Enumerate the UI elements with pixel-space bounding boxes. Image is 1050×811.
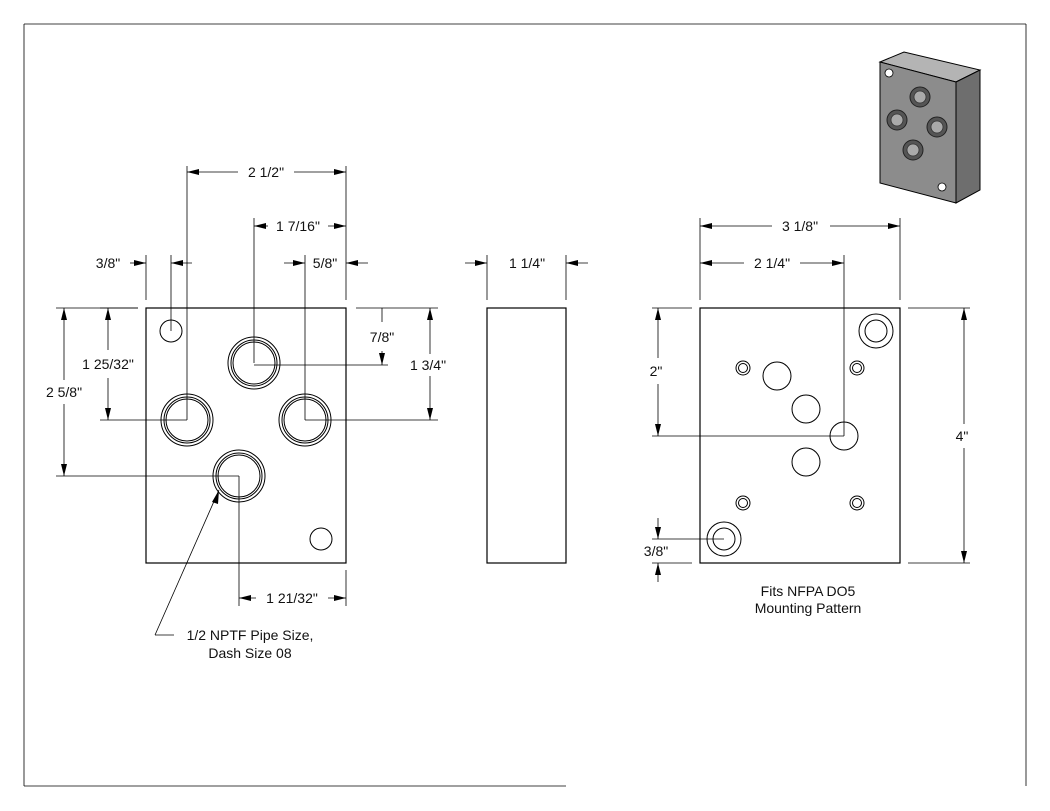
front-view: 2 1/2" 1 7/16" 3/8" 5/8" 7/8" 1 3/4" <box>46 164 458 661</box>
dim-3-1-8: 3 1/8" <box>782 218 818 234</box>
dim-1-1-4: 1 1/4" <box>509 255 545 271</box>
iso-hole-top-left <box>884 68 894 78</box>
dim-2: 2" <box>650 363 663 379</box>
iso-hole-bottom-right <box>937 182 947 192</box>
dim-1-25-32: 1 25/32" <box>82 356 134 372</box>
iso-ports <box>886 86 948 161</box>
sheet-border <box>23 23 1027 787</box>
back-bolt-holes <box>735 360 865 511</box>
back-counterbore-top-right <box>858 313 894 349</box>
back-port-b <box>791 447 821 477</box>
dim-7-8: 7/8" <box>370 329 394 345</box>
dim-1-3-4: 1 3/4" <box>410 357 446 373</box>
back-port-t <box>762 361 792 391</box>
iso-side-face <box>955 69 981 204</box>
dim-2-1-4: 2 1/4" <box>754 255 790 271</box>
dim-4: 4" <box>956 428 969 444</box>
front-small-hole-bottom-right <box>309 527 333 551</box>
dim-5-8: 5/8" <box>313 255 337 271</box>
back-port-a <box>791 394 821 424</box>
dim-1-21-32: 1 21/32" <box>266 590 318 606</box>
side-view-outline <box>486 307 567 564</box>
dim-3-8-back: 3/8" <box>644 543 668 559</box>
nfpa-note-line1: Fits NFPA DO5 <box>761 583 856 599</box>
isometric-view <box>878 51 982 204</box>
dim-2-1-2: 2 1/2" <box>248 164 284 180</box>
port-callout-line2: Dash Size 08 <box>208 645 291 661</box>
nfpa-note-line2: Mounting Pattern <box>755 600 862 616</box>
side-view: 1 1/4" <box>465 255 588 564</box>
dim-1-7-16: 1 7/16" <box>276 218 320 234</box>
back-view-outline <box>699 307 901 564</box>
dim-2-5-8: 2 5/8" <box>46 384 82 400</box>
back-view: 3 1/8" 2 1/4" 2" 4" 3/8" Fits NFPA DO5 M… <box>644 218 970 616</box>
port-callout-line1: 1/2 NPTF Pipe Size, <box>187 627 314 643</box>
dim-3-8-front: 3/8" <box>96 255 120 271</box>
